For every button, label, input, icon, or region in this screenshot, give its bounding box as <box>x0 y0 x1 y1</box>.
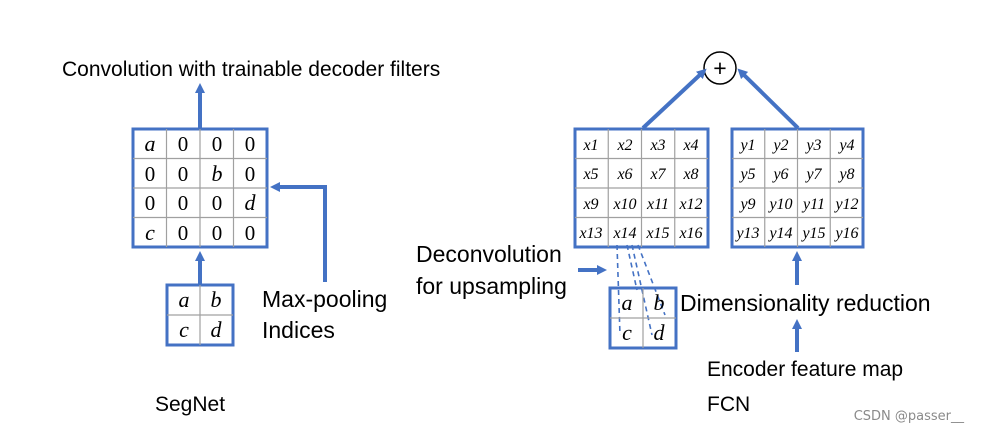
y-cell: y13 <box>734 225 759 242</box>
x-cell: x4 <box>682 137 698 154</box>
segnet-cell: 0 <box>145 191 156 215</box>
x-cell: x14 <box>612 225 636 242</box>
y-cell: y6 <box>771 166 788 183</box>
y-to-sum-arrow <box>737 68 800 130</box>
watermark: CSDN @passer__ <box>854 409 965 424</box>
segnet-cell: c <box>145 220 155 245</box>
deconv-label-line1: Deconvolution <box>416 241 562 267</box>
segnet-cell: a <box>145 131 156 156</box>
small-cell: d <box>654 320 666 345</box>
segnet-cell: 0 <box>178 162 189 186</box>
x-cell: x15 <box>645 225 669 242</box>
x-to-sum-arrow <box>641 68 707 130</box>
y-cell: y2 <box>771 137 788 154</box>
segnet-caption: SegNet <box>155 393 225 416</box>
deconv-label-line2: for upsampling <box>416 273 567 299</box>
y-cell: y16 <box>833 225 858 242</box>
y-cell: y14 <box>767 225 792 242</box>
indices-label-line2: Indices <box>262 317 335 343</box>
pooled-cell: a <box>179 287 190 312</box>
segnet-cell: 0 <box>212 132 223 156</box>
indices-label-line1: Max-pooling <box>262 286 387 312</box>
pooled-cell: b <box>211 287 222 312</box>
segnet-cell: b <box>212 161 223 186</box>
y-cell: y10 <box>767 196 792 213</box>
deconv-dashed-lines <box>616 244 666 336</box>
segnet-cell: 0 <box>245 132 256 156</box>
y-cell: y7 <box>804 166 822 183</box>
segnet-cell: 0 <box>178 221 189 245</box>
y-cell: y9 <box>738 196 755 213</box>
y-cell: y4 <box>837 137 854 154</box>
y-cell: y8 <box>837 166 854 183</box>
small-cell: a <box>622 290 633 315</box>
plus-symbol: + <box>713 55 726 81</box>
pooled-cell: c <box>179 317 189 342</box>
y-cell: y11 <box>801 196 825 213</box>
indices-arrow <box>270 182 327 282</box>
segnet-cell: 0 <box>245 162 256 186</box>
segnet-cell: 0 <box>178 132 189 156</box>
fcn-y-grid: y1 y2 y3 y4 y5 y6 y7 y8 y9 y10 y11 y12 y… <box>730 127 865 249</box>
pooled-cell: d <box>211 317 223 342</box>
x-cell: x6 <box>616 166 632 183</box>
x-cell: x12 <box>678 196 702 213</box>
x-cell: x1 <box>582 137 598 154</box>
fcn-small-grid: a b c d <box>608 286 678 350</box>
segnet-cell: 0 <box>245 221 256 245</box>
x-cell: x5 <box>582 166 598 183</box>
encoder-label: Encoder feature map <box>707 358 903 381</box>
x-cell: x16 <box>678 225 702 242</box>
y-cell: y3 <box>804 137 821 154</box>
x-cell: x9 <box>582 196 598 213</box>
segnet-pooled-grid: a b c d <box>165 283 235 347</box>
x-cell: x2 <box>616 137 632 154</box>
fcn-caption: FCN <box>707 393 750 416</box>
x-cell: x8 <box>682 166 698 183</box>
sum-node: + <box>703 51 737 85</box>
dimred-label: Dimensionality reduction <box>680 290 931 316</box>
segnet-cell: 0 <box>212 221 223 245</box>
x-cell: x7 <box>649 166 666 183</box>
small-cell: b <box>654 290 665 315</box>
y-cell: y5 <box>738 166 755 183</box>
segnet-sparse-grid: a 0 0 0 0 0 b 0 0 0 0 d c 0 0 0 <box>131 127 269 249</box>
x-cell: x11 <box>646 196 669 213</box>
fcn-x-grid: x1 x2 x3 x4 x5 x6 x7 x8 x9 x10 x11 x12 x… <box>573 127 710 249</box>
small-cell: c <box>622 320 632 345</box>
segnet-cell: d <box>245 190 257 215</box>
segnet-cell: 0 <box>212 191 223 215</box>
y-cell: y1 <box>738 137 755 154</box>
y-cell: y15 <box>800 225 825 242</box>
x-cell: x13 <box>578 225 602 242</box>
y-cell: y12 <box>833 196 858 213</box>
segnet-cell: 0 <box>178 191 189 215</box>
x-cell: x10 <box>612 196 636 213</box>
segnet-cell: 0 <box>145 162 156 186</box>
segnet-top-label: Convolution with trainable decoder filte… <box>62 58 440 81</box>
x-cell: x3 <box>649 137 665 154</box>
